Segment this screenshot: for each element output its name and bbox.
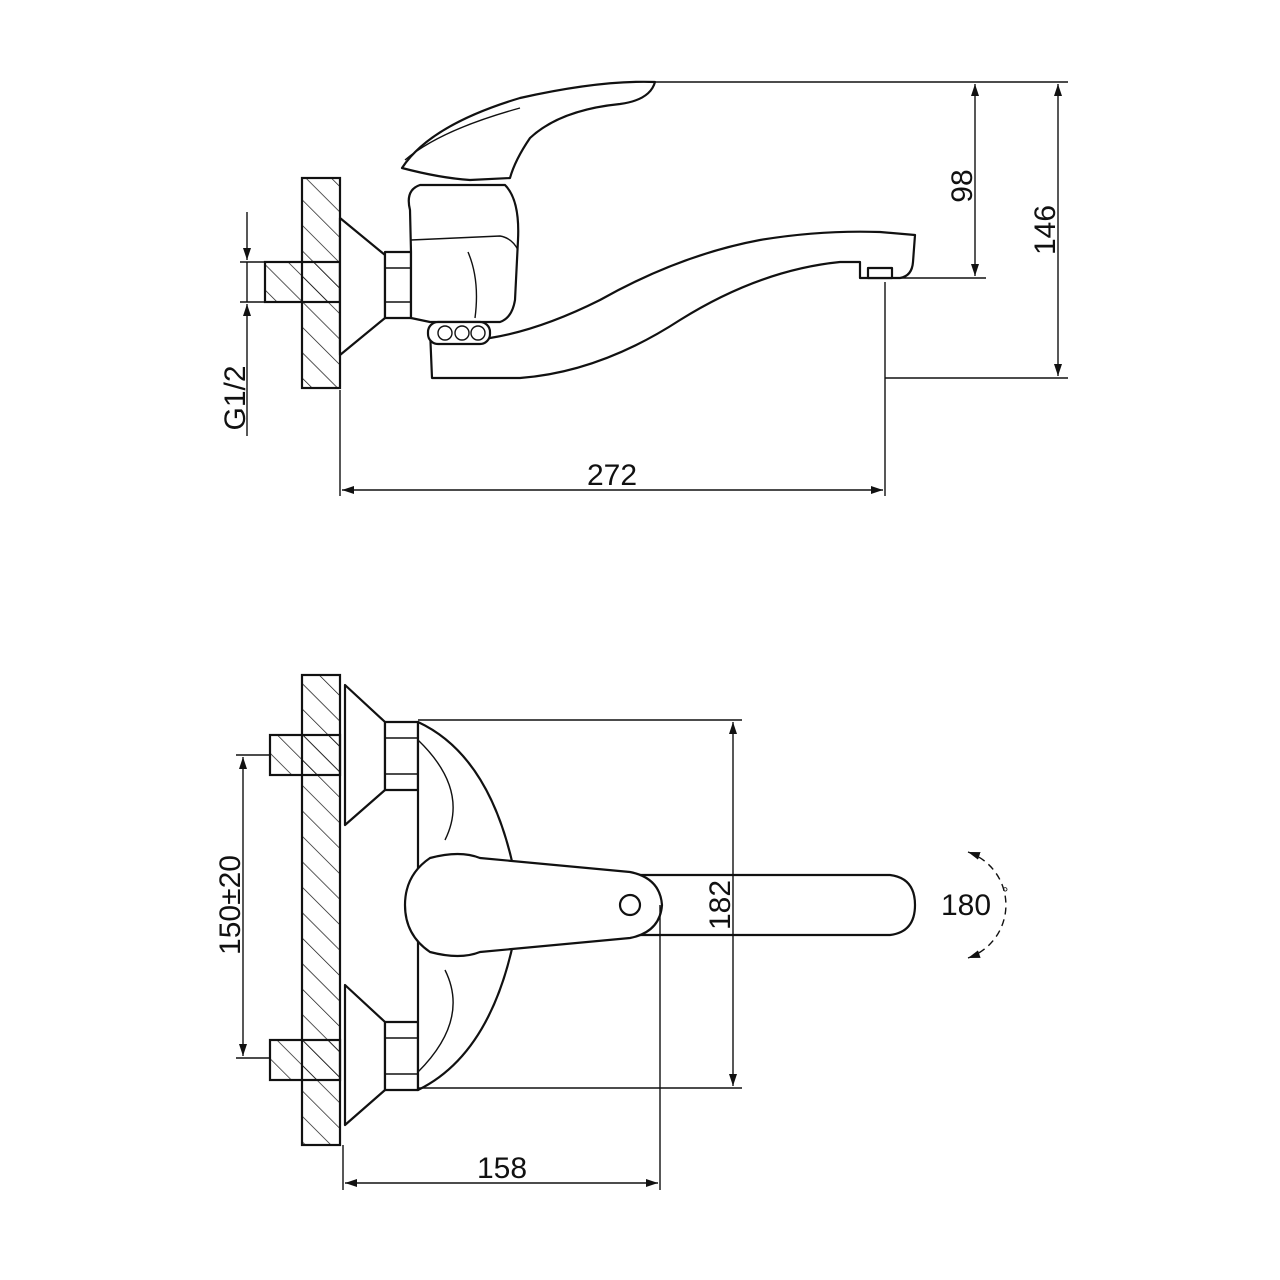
- dim-handle-projection: 158: [477, 1152, 527, 1185]
- handle-screw: [618, 893, 642, 917]
- aerator: [866, 266, 894, 280]
- flange-upper: [343, 683, 387, 827]
- dim-spout-height: 98: [946, 169, 979, 202]
- flange-lower: [343, 983, 387, 1127]
- spout-top: [618, 873, 917, 937]
- degree-symbol: °: [1002, 885, 1008, 902]
- lever-handle: [403, 852, 664, 958]
- side-view: 98 146 G1/2 272: [219, 80, 1068, 496]
- dim-thread: G1/2: [219, 365, 252, 430]
- inlet-pipe-upper: [268, 733, 342, 777]
- union-nut-upper: [383, 720, 420, 792]
- union-nut: [383, 250, 413, 320]
- lever-handle: [400, 80, 657, 182]
- dim-projection: 272: [587, 459, 637, 492]
- inlet-pipe: [263, 260, 342, 304]
- diverter-ring: [426, 320, 492, 346]
- mixer-body: [407, 183, 520, 324]
- dim-total-height: 146: [1029, 205, 1062, 255]
- wall-flange: [338, 216, 387, 357]
- inlet-pipe-lower: [268, 1038, 342, 1082]
- dim-rotation: 180: [941, 889, 991, 922]
- spout: [428, 230, 917, 380]
- dim-body-width: 182: [704, 880, 737, 930]
- dim-centers: 150±20: [214, 855, 247, 955]
- union-nut-lower: [383, 1020, 420, 1092]
- top-view: 182 150±20 158 180 °: [214, 673, 1008, 1190]
